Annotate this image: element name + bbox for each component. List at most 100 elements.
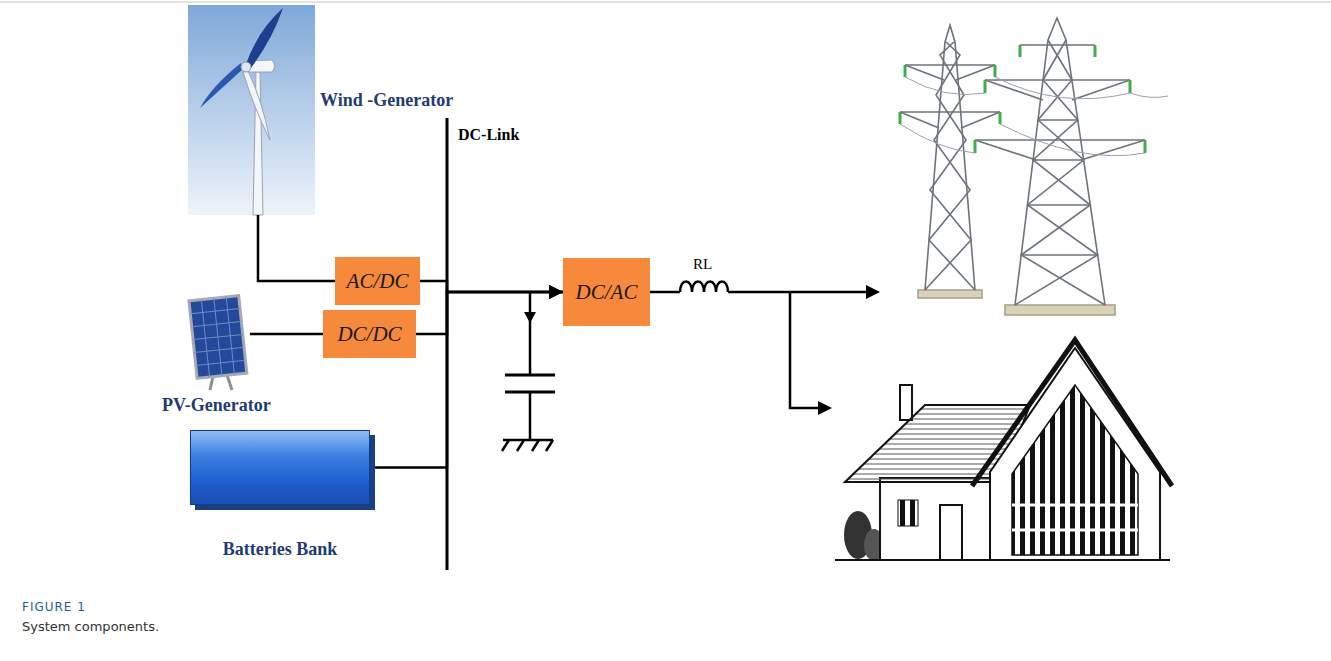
house-picture (972, 340, 1172, 486)
transmission-tower-picture (1144, 140, 1147, 153)
solar-panel-picture (192, 321, 242, 326)
transmission-tower-picture (1130, 93, 1168, 97)
output-wire (790, 292, 818, 408)
solar-panel-picture (194, 347, 244, 352)
converter-box: DC/DC (323, 310, 416, 358)
node-text: AC/DC (347, 269, 409, 294)
solar-panel-picture (189, 296, 247, 379)
figure-caption: System components. (22, 619, 159, 634)
wire-connector (258, 215, 335, 281)
solar-panel-picture (196, 360, 246, 365)
solar-panel-picture (189, 296, 247, 390)
wind-turbine-picture (246, 8, 283, 68)
wind-turbine-picture (243, 71, 270, 140)
transmission-tower-picture (961, 112, 1000, 128)
transmission-tower-picture (1033, 159, 1084, 161)
transmission-tower-picture (929, 42, 975, 290)
pv-generator: PV-Generator (185, 292, 250, 392)
capacitor-symbol (505, 374, 555, 377)
solar-panel-picture (190, 309, 240, 314)
house-picture (1012, 504, 1138, 507)
ground-symbol (502, 440, 509, 451)
transmission-tower-picture (1000, 124, 1145, 156)
node-text: DC/AC (576, 280, 638, 305)
wire-connector (420, 281, 563, 292)
battery-bank: Batteries Bank (190, 430, 370, 505)
transmission-tower-picture (985, 80, 1043, 100)
house-picture (835, 340, 1172, 561)
transmission-tower-picture (995, 77, 1130, 99)
node-label: Wind -Generator (320, 90, 453, 111)
converter-box: AC/DC (335, 257, 420, 305)
node-label: Batteries Bank (223, 539, 338, 560)
transmission-tower-picture (1020, 44, 1095, 46)
output-wire (728, 291, 866, 294)
house-picture (1012, 529, 1138, 532)
transmission-tower-picture (975, 140, 1036, 160)
transmission-tower-picture (975, 139, 1145, 141)
transmission-tower-picture (900, 124, 975, 153)
wind-turbine-picture (200, 63, 243, 108)
inductor-label: RL (693, 256, 712, 273)
capacitor-symbol (529, 292, 532, 375)
wind-turbine-picture (188, 5, 315, 215)
ground-symbol (503, 439, 553, 442)
house-picture (880, 478, 992, 560)
solar-panel-picture (189, 296, 247, 379)
transmission-tower-picture (905, 65, 944, 80)
transmission-tower-picture (1129, 80, 1132, 93)
node-label: PV-Generator (162, 395, 271, 416)
house-picture (898, 500, 918, 526)
transmission-tower-picture (1072, 80, 1130, 100)
capacitor-symbol (505, 292, 555, 440)
capacitor-symbol (529, 392, 532, 440)
transmission-tower-picture (900, 111, 1000, 113)
ground-symbol (532, 440, 539, 451)
ground-symbol (546, 440, 553, 451)
transmission-tower-picture (1028, 204, 1091, 206)
transmission-tower-picture (918, 290, 982, 298)
node-text: DC/DC (337, 322, 401, 347)
transmission-tower-picture (900, 112, 939, 128)
transmission-tower-picture (984, 80, 987, 93)
transmission-tower-picture (905, 64, 995, 66)
transmission-tower-picture (1021, 254, 1097, 256)
transmission-tower-picture (985, 79, 1130, 81)
transmission-tower-picture (1081, 140, 1145, 160)
transmission-tower-picture (1005, 305, 1115, 315)
solar-panel-picture (193, 334, 243, 339)
house-picture (990, 348, 1160, 560)
wind-turbine-picture (241, 62, 251, 72)
transmission-tower-picture (905, 77, 985, 95)
wire-connector (416, 292, 563, 334)
inductor-symbol (680, 282, 728, 293)
transmission-tower-picture (1038, 119, 1078, 121)
transmission-tower-picture (904, 65, 907, 77)
arrow-head (866, 285, 880, 299)
transmission-tower-picture (956, 65, 995, 80)
transmission-tower-picture (974, 140, 977, 153)
house-picture (900, 385, 912, 420)
output-wire (650, 282, 880, 416)
transmission-tower-picture (925, 42, 971, 290)
arrow-head (818, 401, 832, 415)
transmission-tower-picture (1019, 45, 1022, 57)
house-picture (940, 505, 962, 560)
transmission-tower-picture (999, 112, 1002, 124)
transmission-tower-picture (994, 65, 997, 77)
bus-label: DC-Link (458, 126, 519, 144)
figure-number: FIGURE 1 (22, 600, 86, 614)
wind-generator: Wind -Generator (188, 5, 315, 215)
ground-symbol (517, 440, 524, 451)
wind-turbine-picture (188, 5, 315, 215)
transmission-tower-picture (899, 112, 902, 124)
capacitor-symbol (524, 312, 536, 323)
transmission-tower-picture (1015, 18, 1105, 305)
output-wire (650, 291, 680, 294)
ground-symbol (502, 440, 553, 451)
wire-connector (250, 333, 323, 336)
